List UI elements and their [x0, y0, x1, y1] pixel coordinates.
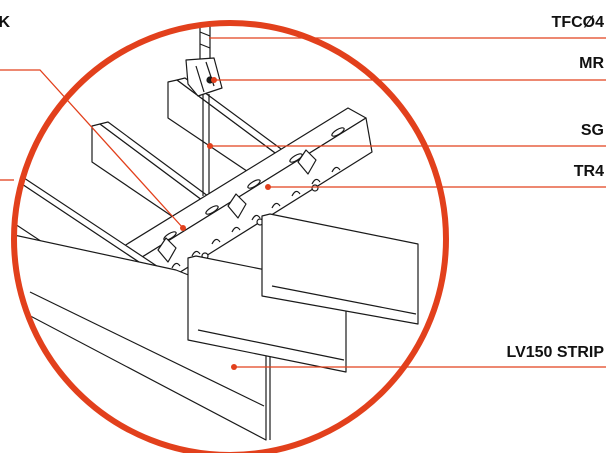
label-mr: MR [579, 55, 604, 72]
threaded-rod-tfc [199, 23, 211, 60]
leader-lines [0, 37, 606, 368]
label-lv150-strip: LV150 STRIP [506, 344, 604, 361]
label-sg: SG [580, 122, 604, 139]
detail-circle [11, 20, 449, 453]
leader-dots [180, 77, 271, 370]
linear-strip-lv150 [14, 213, 419, 441]
label-hook: OK [0, 14, 10, 31]
label-tfc: TFCØ4 [551, 14, 604, 31]
label-tr4: TR4 [573, 163, 604, 180]
strip-clips [157, 149, 317, 263]
